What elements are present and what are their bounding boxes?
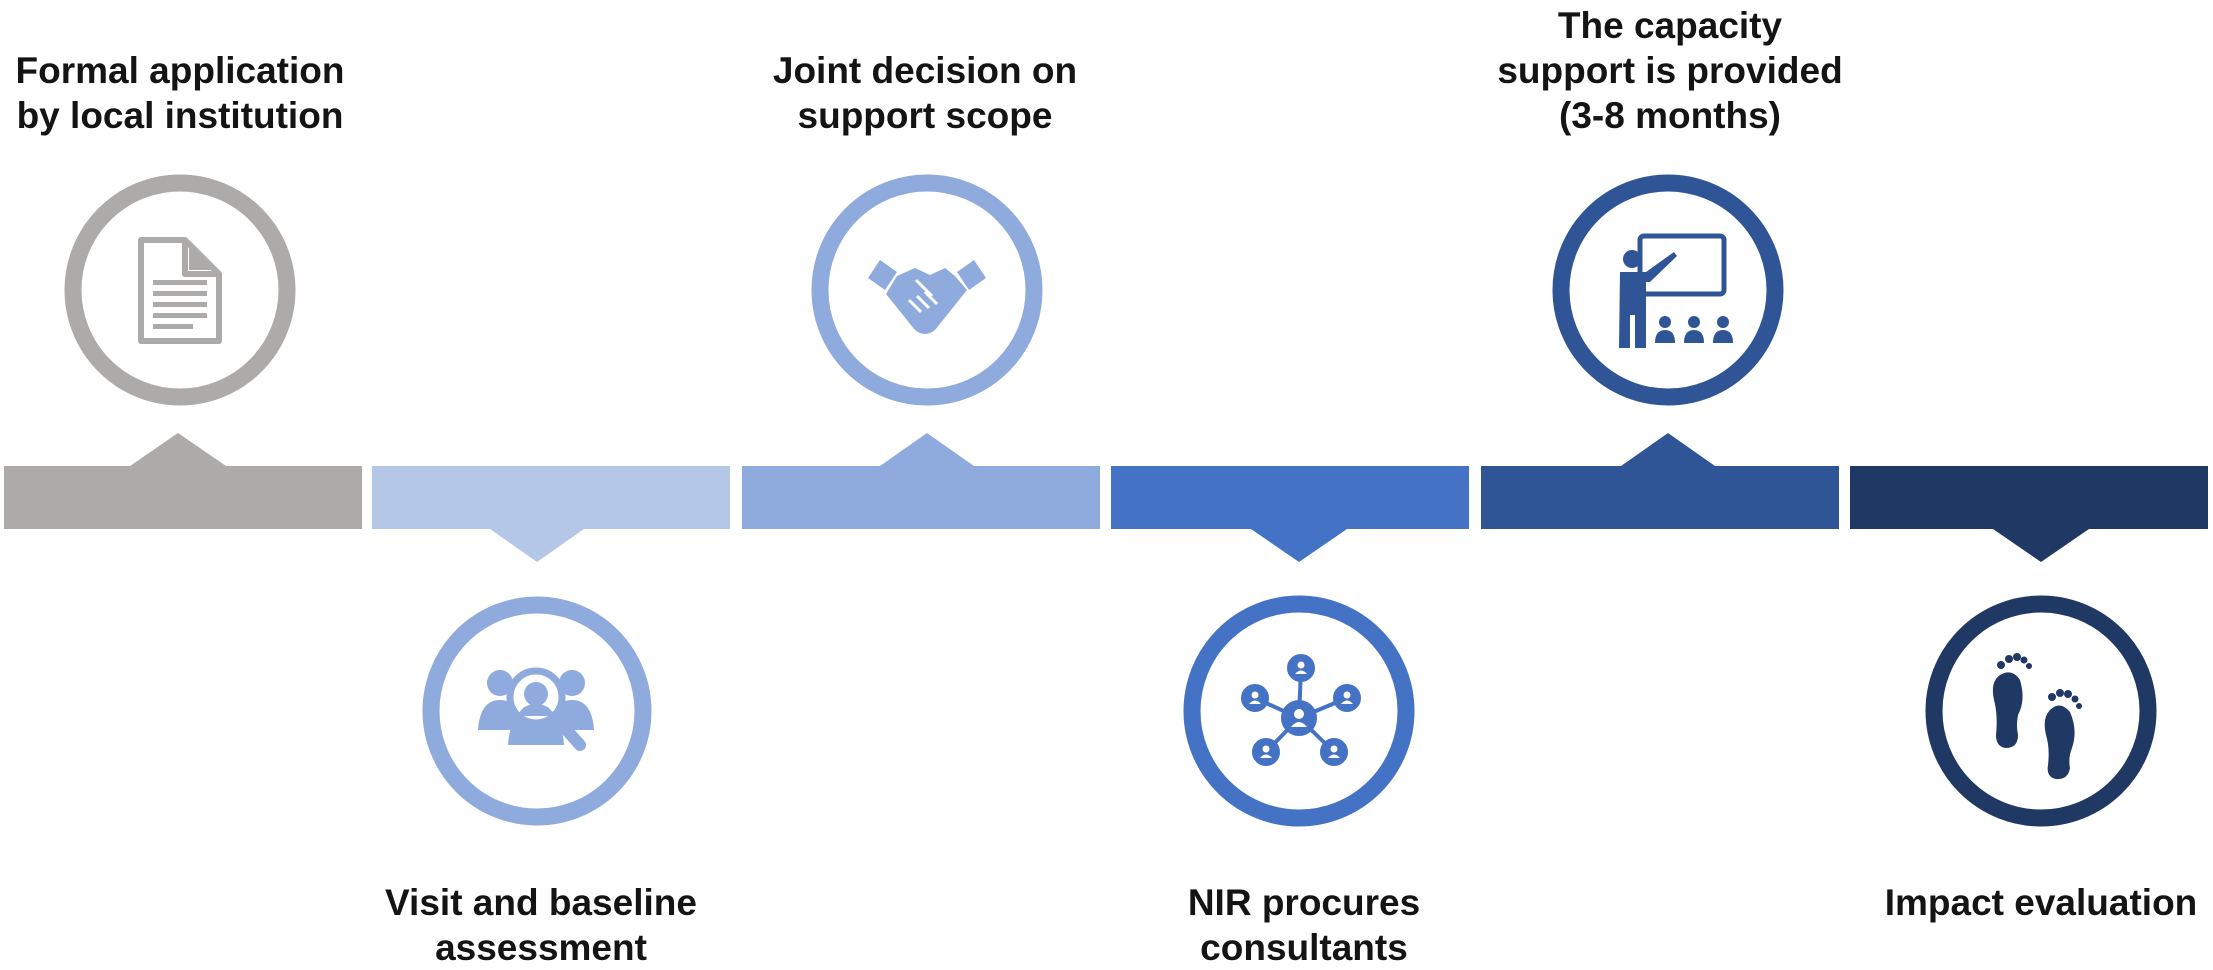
step-3-label-line-2: support scope bbox=[797, 95, 1053, 136]
step-5-label-line-3: (3-8 months) bbox=[1559, 95, 1781, 136]
step-2-label-line-1: Visit and baseline bbox=[385, 882, 697, 923]
step-3-circle bbox=[811, 174, 1043, 406]
document-icon bbox=[138, 237, 222, 344]
step-3-label: Joint decision on support scope bbox=[705, 48, 1145, 138]
step-1-label-line-2: by local institution bbox=[16, 95, 344, 136]
step-2-circle bbox=[422, 596, 652, 826]
step-4-label: NIR procures consultants bbox=[1084, 880, 1524, 970]
timeline-segment-5 bbox=[1481, 433, 1839, 529]
handshake-icon bbox=[868, 260, 986, 334]
timeline-segment-4 bbox=[1111, 466, 1469, 562]
step-5-circle bbox=[1552, 174, 1784, 406]
timeline-segment-2 bbox=[372, 466, 730, 562]
step-1-circle bbox=[64, 174, 296, 406]
step-1-label-line-1: Formal application bbox=[15, 50, 345, 91]
step-1-label: Formal application by local institution bbox=[0, 48, 400, 138]
step-6-label: Impact evaluation bbox=[1821, 880, 2213, 925]
step-4-label-line-2: consultants bbox=[1200, 927, 1408, 968]
step-2-label-line-2: assessment bbox=[435, 927, 647, 968]
step-6-circle bbox=[1925, 595, 2157, 827]
step-2-label: Visit and baseline assessment bbox=[321, 880, 761, 970]
step-4-label-line-1: NIR procures bbox=[1187, 882, 1421, 923]
presentation-icon bbox=[1619, 233, 1733, 348]
footprints-icon bbox=[1992, 653, 2082, 780]
step-5-label: The capacity support is provided (3-8 mo… bbox=[1450, 3, 1890, 138]
timeline-segment-1 bbox=[4, 433, 362, 529]
step-5-label-line-1: The capacity bbox=[1557, 5, 1783, 46]
step-4-circle bbox=[1183, 595, 1415, 827]
search-people-icon bbox=[478, 667, 594, 751]
network-icon bbox=[1241, 654, 1361, 766]
step-3-label-line-1: Joint decision on bbox=[772, 50, 1078, 91]
step-5-label-line-2: support is provided bbox=[1497, 50, 1843, 91]
timeline-segment-3 bbox=[742, 433, 1100, 529]
step-6-label-line-1: Impact evaluation bbox=[1884, 882, 2198, 923]
timeline-segment-6 bbox=[1850, 466, 2208, 562]
